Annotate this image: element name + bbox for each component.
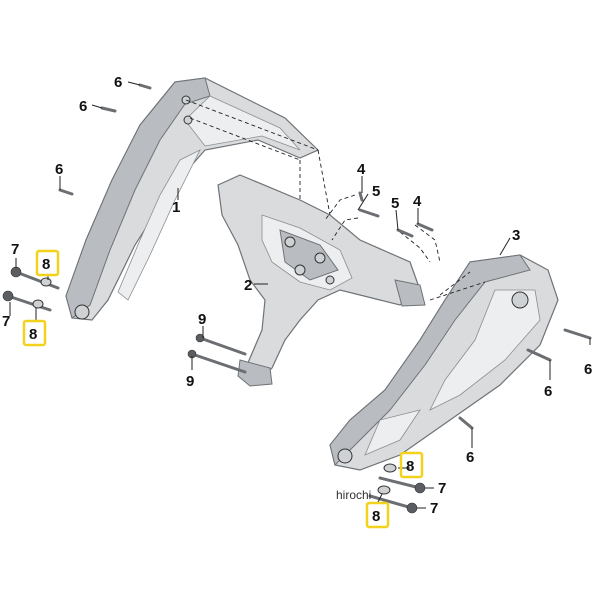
leader-lines (9, 81, 591, 509)
highlight-box-8-left-bottom (22, 319, 47, 347)
callout-6-b: 6 (79, 98, 87, 115)
left-frame-part-1 (65, 77, 320, 321)
callout-5-b: 5 (391, 195, 399, 212)
fasteners (2, 83, 592, 514)
callout-6-d: 6 (584, 361, 592, 378)
callout-4-b: 4 (413, 193, 422, 210)
callout-6-f: 6 (466, 449, 474, 466)
callout-9-b: 9 (186, 373, 194, 390)
callout-3: 3 (512, 227, 520, 244)
callout-8-c: 8 (406, 458, 414, 475)
callout-8-b: 8 (29, 326, 37, 343)
callout-6-a: 6 (114, 74, 122, 91)
assembly-dashed-lines (185, 99, 486, 301)
highlight-box-8-left-top (35, 249, 60, 277)
callout-9-a: 9 (198, 311, 206, 328)
right-frame-part-3 (329, 254, 559, 471)
highlight-box-8-right-top (399, 451, 424, 479)
callout-6-c: 6 (55, 161, 63, 178)
callout-4-a: 4 (357, 161, 366, 178)
center-bracket-part-2 (217, 174, 426, 387)
callout-6-e: 6 (544, 383, 552, 400)
highlight-box-8-right-bottom (365, 501, 390, 529)
callout-8-d: 8 (372, 508, 380, 525)
callout-2: 2 (244, 277, 252, 294)
callout-7-b: 7 (2, 313, 10, 330)
callout-7-a: 7 (11, 241, 19, 258)
callout-7-d: 7 (430, 500, 438, 517)
watermark-text: hirochi (336, 488, 371, 502)
highlight-boxes (22, 249, 424, 529)
callout-7-c: 7 (438, 480, 446, 497)
callout-1: 1 (172, 199, 180, 216)
callout-8-a: 8 (42, 256, 50, 273)
callout-5-a: 5 (372, 183, 380, 200)
callout-labels: 1 2 3 4 4 5 5 6 6 6 6 6 6 7 7 7 7 8 8 8 … (2, 74, 592, 525)
